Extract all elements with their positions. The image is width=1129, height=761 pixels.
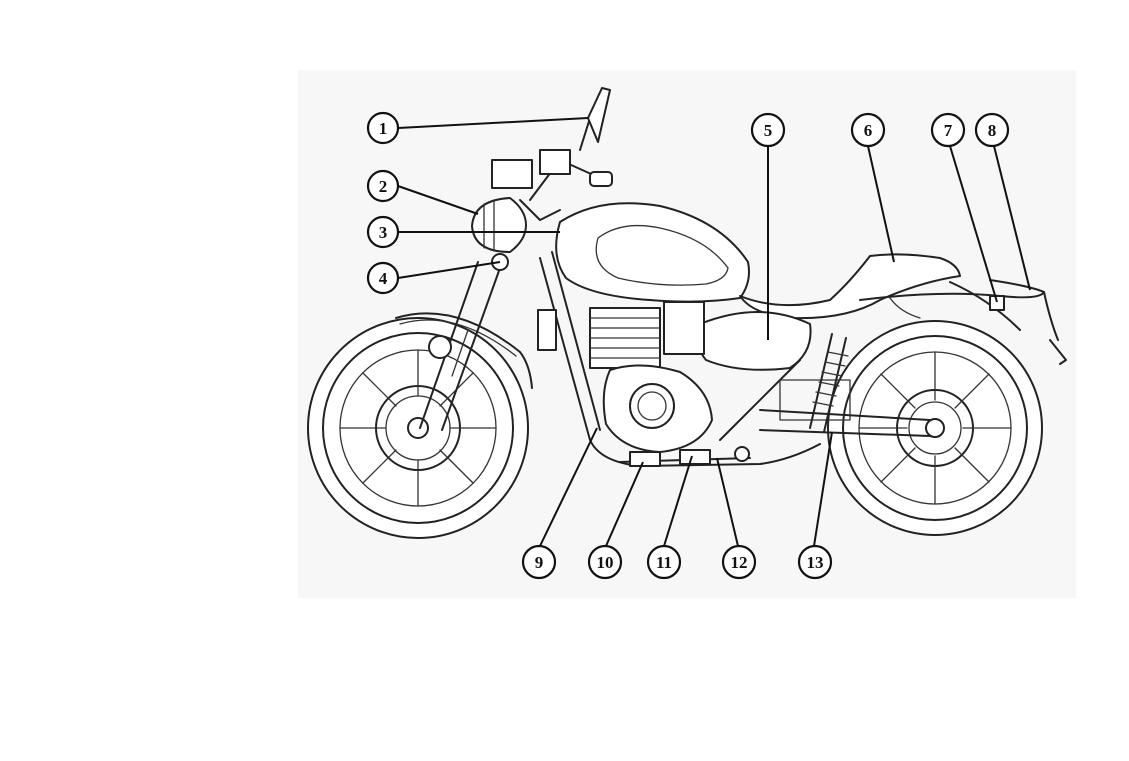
callout-4-label: 4	[379, 269, 388, 288]
callout-1-label: 1	[379, 119, 388, 138]
callout-12: 12	[723, 546, 755, 578]
callout-8: 8	[976, 114, 1008, 146]
callout-13-label: 13	[807, 553, 824, 572]
callout-9-label: 9	[535, 553, 544, 572]
callout-6-label: 6	[864, 121, 873, 140]
callout-12-label: 12	[731, 553, 748, 572]
callout-3-label: 3	[379, 223, 388, 242]
callout-5-label: 5	[764, 121, 773, 140]
callout-4: 4	[368, 263, 398, 293]
callout-10-label: 10	[597, 553, 614, 572]
callout-2: 2	[368, 171, 398, 201]
callout-8-label: 8	[988, 121, 997, 140]
callout-2-label: 2	[379, 177, 388, 196]
callout-11: 11	[648, 546, 680, 578]
rear-wheel	[828, 321, 1042, 535]
callout-1: 1	[368, 113, 398, 143]
callout-7: 7	[932, 114, 964, 146]
callout-9: 9	[523, 546, 555, 578]
callout-11-label: 11	[656, 553, 672, 572]
callout-6: 6	[852, 114, 884, 146]
callout-5: 5	[752, 114, 784, 146]
callout-3: 3	[368, 217, 398, 247]
callout-7-label: 7	[944, 121, 953, 140]
callout-10: 10	[589, 546, 621, 578]
front-wheel	[308, 318, 528, 538]
callout-13: 13	[799, 546, 831, 578]
